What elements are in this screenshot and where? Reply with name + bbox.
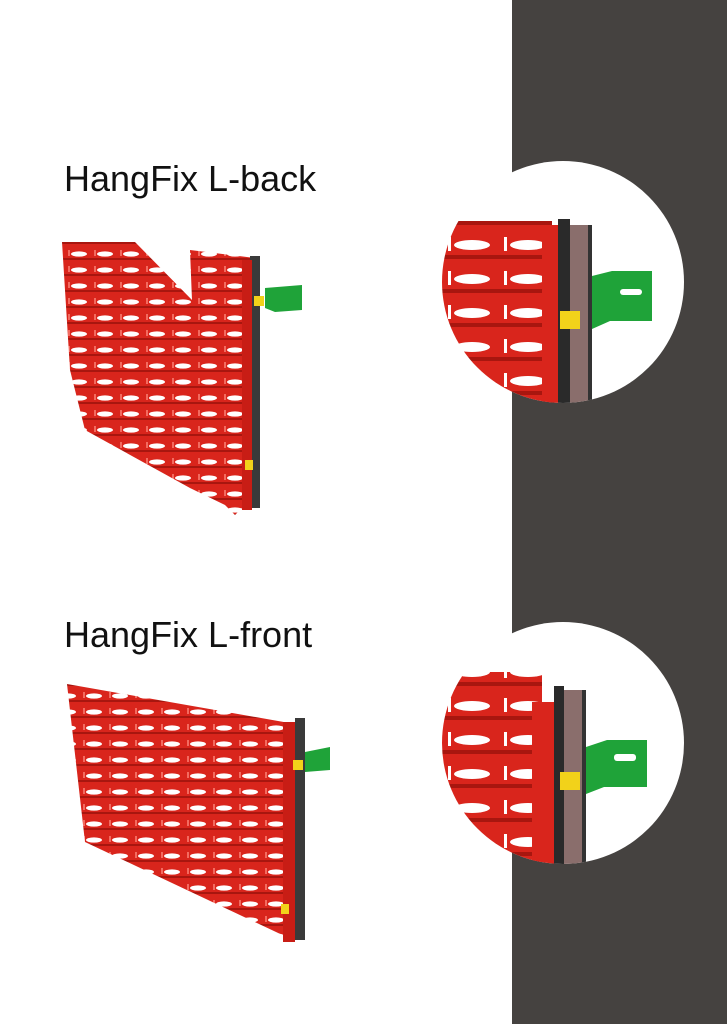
l-back-detail-illustration: [442, 219, 652, 403]
dark-side-panel: [512, 0, 727, 1024]
l-front-detail-illustration: [442, 672, 647, 864]
section-title-l-front: HangFix L-front: [64, 614, 313, 655]
section-title-l-back: HangFix L-back: [64, 158, 317, 199]
l-front-panel-illustration: [67, 684, 330, 942]
l-back-panel-illustration: [62, 242, 302, 515]
l-front-detail-circle: [442, 622, 684, 864]
l-back-detail-circle: [442, 161, 684, 403]
